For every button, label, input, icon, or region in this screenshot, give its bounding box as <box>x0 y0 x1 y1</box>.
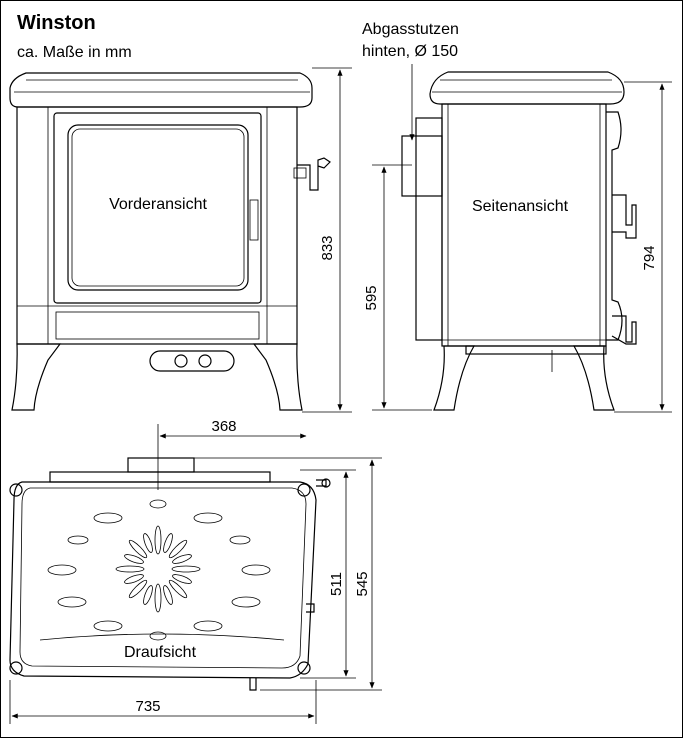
top-plate-ornament <box>47 499 271 641</box>
dim-top-width: 735 <box>135 698 160 715</box>
dim-top-depth-inner: 511 <box>328 572 345 596</box>
side-view-label: Seitenansicht <box>472 198 569 215</box>
dim-front-height: 833 <box>319 235 336 260</box>
diagram-subtitle: ca. Maße in mm <box>17 44 132 61</box>
front-view-label: Vorderansicht <box>109 196 207 213</box>
top-view-label: Draufsicht <box>124 644 197 661</box>
dim-top-depth-outer: 545 <box>354 571 371 596</box>
top-view: 368 <box>9 418 382 724</box>
front-view: Vorderansicht 833 <box>9 67 352 413</box>
flue-label-line1: Abgasstutzen <box>362 21 459 38</box>
flue-label-line2: hinten, Ø 150 <box>362 43 458 60</box>
dim-flue-height: 595 <box>363 285 380 310</box>
diagram-title: Winston <box>17 12 96 34</box>
dim-side-height: 794 <box>641 245 658 270</box>
dim-flue-offset: 368 <box>211 418 236 435</box>
side-view: Seitenansicht 595 794 <box>363 71 672 413</box>
